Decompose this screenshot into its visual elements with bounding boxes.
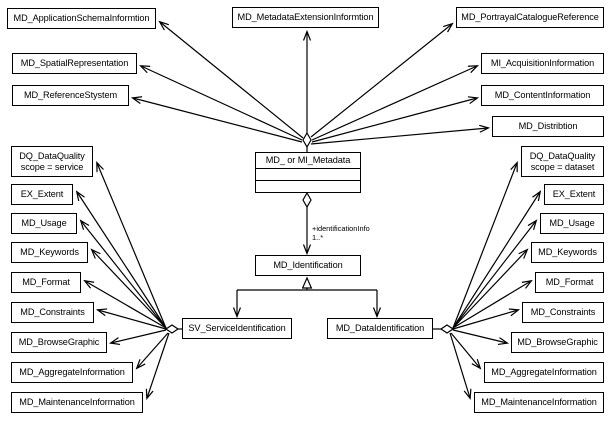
class-attribute: scope = dataset [530, 161, 595, 172]
class-box-reference-system[interactable]: MD_ReferenceStystem [12, 85, 129, 106]
class-box-format-service[interactable]: MD_Format [11, 272, 81, 293]
class-label: MD_Constraints [20, 307, 85, 317]
class-box-constraints-service[interactable]: MD_Constraints [11, 302, 94, 323]
aggregation-diamond-metadata [302, 131, 312, 149]
class-box-extent-service[interactable]: EX_Extent [11, 184, 73, 205]
class-box-data-identification[interactable]: MD_DataIdentification [327, 318, 433, 339]
class-label: MD_ or MI_Metadata [265, 155, 351, 165]
class-label: MI_AcquisitionInformation [490, 58, 595, 68]
class-label: MD_PortrayalCatalogueReference [461, 12, 599, 22]
class-attribute: scope = service [20, 161, 84, 172]
class-box-usage-service[interactable]: MD_Usage [11, 213, 77, 234]
class-box-browse-graphic-dataset[interactable]: MD_BrowseGraphic [511, 332, 604, 353]
generalization-edges [237, 278, 377, 316]
class-label: SV_ServiceIdentification [188, 323, 286, 333]
identification-composition-edge [302, 191, 312, 253]
class-label: MD_Identification [273, 260, 343, 270]
class-label: MD_AggregateInformation [491, 367, 597, 377]
class-box-distribution[interactable]: MD_Distribtion [492, 116, 604, 137]
class-label: MD_ContentInformation [494, 90, 591, 100]
class-box-data-quality-dataset[interactable]: DQ_DataQuality scope = dataset [521, 146, 604, 177]
class-box-content-information[interactable]: MD_ContentInformation [481, 85, 604, 106]
class-box-data-quality-service[interactable]: DQ_DataQuality scope = service [11, 146, 93, 177]
class-label: MD_Usage [21, 218, 67, 228]
class-label: EX_Extent [20, 189, 64, 199]
association-role-label: +identificationInfo 1..* [312, 224, 370, 242]
class-label: MD_ReferenceStystem [23, 90, 118, 100]
attributes-compartment [256, 169, 360, 181]
class-label: MD_BrowseGraphic [517, 337, 598, 347]
class-box-aggregate-information-service[interactable]: MD_AggregateInformation [11, 362, 133, 383]
class-box-service-identification[interactable]: SV_ServiceIdentification [182, 318, 292, 339]
class-box-maintenance-information-dataset[interactable]: MD_MaintenanceInformation [474, 392, 604, 413]
class-name-compartment: MD_ or MI_Metadata [256, 153, 360, 169]
class-box-identification[interactable]: MD_Identification [255, 255, 361, 276]
class-box-acquisition-information[interactable]: MI_AcquisitionInformation [481, 53, 604, 74]
class-label: MD_MaintenanceInformation [19, 397, 135, 407]
class-label: EX_Extent [552, 189, 596, 199]
class-box-format-dataset[interactable]: MD_Format [535, 272, 604, 293]
class-label: MD_Usage [549, 218, 595, 228]
class-box-portrayal-catalogue-reference[interactable]: MD_PortrayalCatalogueReference [456, 7, 604, 28]
class-label: MD_Distribtion [518, 121, 578, 131]
class-box-browse-graphic-service[interactable]: MD_BrowseGraphic [11, 332, 107, 353]
class-label: MD_Keywords [538, 247, 597, 257]
class-box-extent-dataset[interactable]: EX_Extent [544, 184, 604, 205]
metadata-association-edges [133, 22, 488, 145]
class-box-keywords-dataset[interactable]: MD_Keywords [531, 242, 604, 263]
aggregation-diamond-data [433, 324, 455, 334]
class-label: MD_ApplicationSchemaInformtion [13, 13, 150, 23]
class-label: DQ_DataQuality [529, 150, 596, 161]
class-box-constraints-dataset[interactable]: MD_Constraints [522, 302, 604, 323]
class-label: MD_Keywords [20, 247, 79, 257]
class-label: MD_MaintenanceInformation [481, 397, 597, 407]
role-name: +identificationInfo [312, 224, 370, 233]
class-label: DQ_DataQuality [19, 150, 85, 161]
class-box-metadata[interactable]: MD_ or MI_Metadata [255, 152, 361, 193]
class-label: MD_BrowseGraphic [18, 337, 100, 347]
class-label: MD_Format [22, 277, 70, 287]
class-label: MD_Format [545, 277, 594, 287]
operations-compartment [256, 181, 360, 192]
class-label: MD_SpatialRepresentation [20, 58, 129, 68]
class-box-keywords-service[interactable]: MD_Keywords [11, 242, 88, 263]
class-box-aggregate-information-dataset[interactable]: MD_AggregateInformation [484, 362, 604, 383]
aggregation-diamond-service [164, 324, 182, 334]
class-label: MD_Constraints [530, 307, 596, 317]
class-label: MD_DataIdentification [335, 323, 425, 333]
class-box-usage-dataset[interactable]: MD_Usage [540, 213, 604, 234]
class-box-maintenance-information-service[interactable]: MD_MaintenanceInformation [11, 392, 143, 413]
class-box-application-schema-information[interactable]: MD_ApplicationSchemaInformtion [7, 8, 156, 29]
class-label: MD_MetadataExtensionInformtion [237, 12, 374, 22]
class-box-spatial-representation[interactable]: MD_SpatialRepresentation [12, 53, 137, 74]
class-label: MD_AggregateInformation [19, 367, 125, 377]
class-box-metadata-extension-information[interactable]: MD_MetadataExtensionInformtion [232, 7, 379, 28]
multiplicity: 1..* [312, 233, 324, 242]
